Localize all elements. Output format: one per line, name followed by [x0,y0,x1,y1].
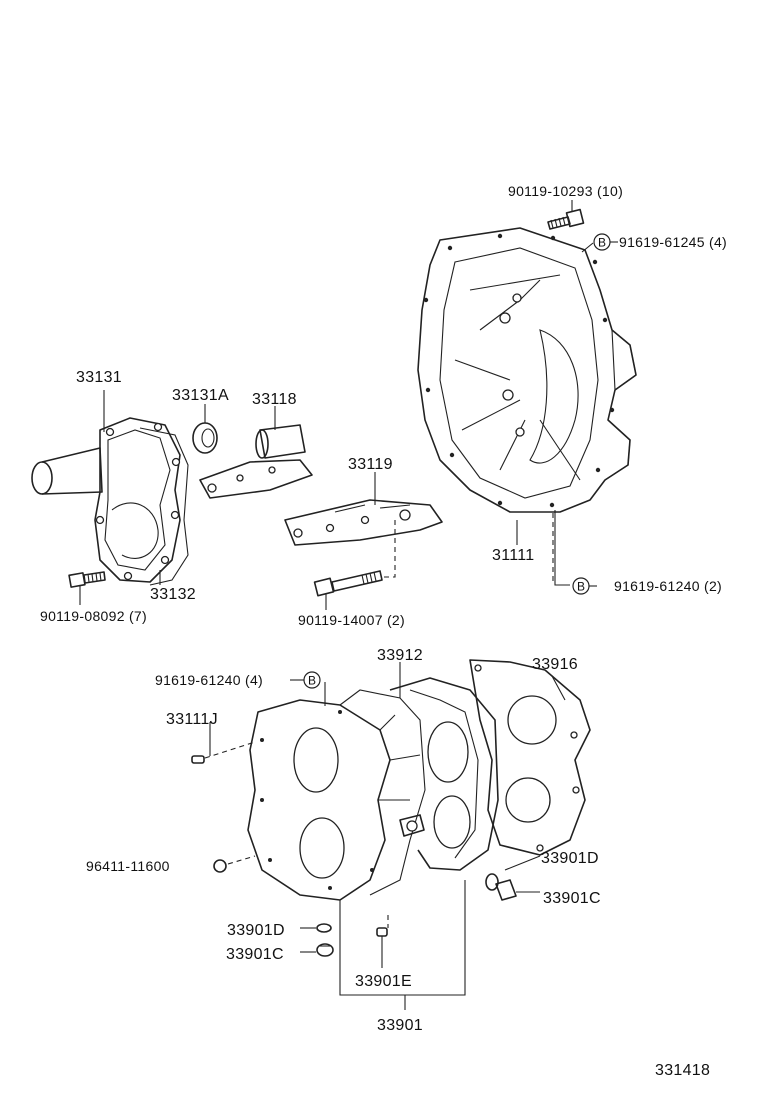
bolt-90119-08092[interactable] [68,571,106,588]
oil-seal-33131a[interactable] [192,422,218,454]
label-33901d-left: 33901D [227,922,285,939]
group-bracket-33901 [339,880,466,996]
pin-33901e[interactable] [376,927,388,937]
plug-33901c-right[interactable] [485,873,517,901]
label-96411: 96411-11600 [86,858,170,874]
bolt-90119-10293[interactable] [547,208,585,230]
label-bolt-mid: 90119-14007 (2) [298,612,405,628]
label-33901c-left: 33901C [226,946,284,963]
lever-33119[interactable] [284,499,443,546]
label-ref-b-top: 91619-61245 (4) [619,234,727,250]
label-bolt-top: 90119-10293 (10) [508,183,623,199]
gasket-33132[interactable] [139,427,189,586]
label-33132: 33132 [150,586,196,603]
label-33901: 33901 [377,1017,423,1034]
svg-text:B: B [598,236,606,250]
bolt-90119-14007[interactable] [313,570,383,597]
label-33901c-right: 33901C [543,890,601,907]
ref-b-mid: B [303,671,321,689]
gasket-33901d-left[interactable] [316,923,332,933]
label-33901e: 33901E [355,973,412,990]
label-33118: 33118 [252,391,297,408]
svg-text:B: B [308,674,316,688]
svg-text:B: B [577,580,585,594]
ref-b-top: B [593,233,611,251]
label-33916: 33916 [532,656,578,673]
pin-33111j[interactable] [191,755,205,764]
label-ref-b-mid: 91619-61240 (4) [155,672,263,688]
lever-33118[interactable] [199,424,313,499]
extension-housing-part[interactable] [31,417,181,583]
plug-96411[interactable] [213,859,227,873]
gasket-33916[interactable] [469,659,591,856]
label-33131: 33131 [76,369,122,386]
label-ref-b-right: 91619-61240 (2) [614,578,722,594]
label-33131a: 33131A [172,387,229,404]
diagram-number: 331418 [655,1062,710,1079]
label-33901d-right: 33901D [541,850,599,867]
transmission-case-part[interactable] [247,689,426,901]
ref-b-right: B [572,577,590,595]
label-31111: 31111 [492,547,534,564]
label-bolt-left: 90119-08092 (7) [40,608,147,624]
clutch-housing-part[interactable] [417,227,637,513]
plug-33901c-left[interactable] [316,943,334,957]
label-33119: 33119 [348,456,393,473]
intermediate-plate-33912[interactable] [389,677,499,871]
label-33912: 33912 [377,647,423,664]
label-33111j: 33111J [166,711,218,728]
